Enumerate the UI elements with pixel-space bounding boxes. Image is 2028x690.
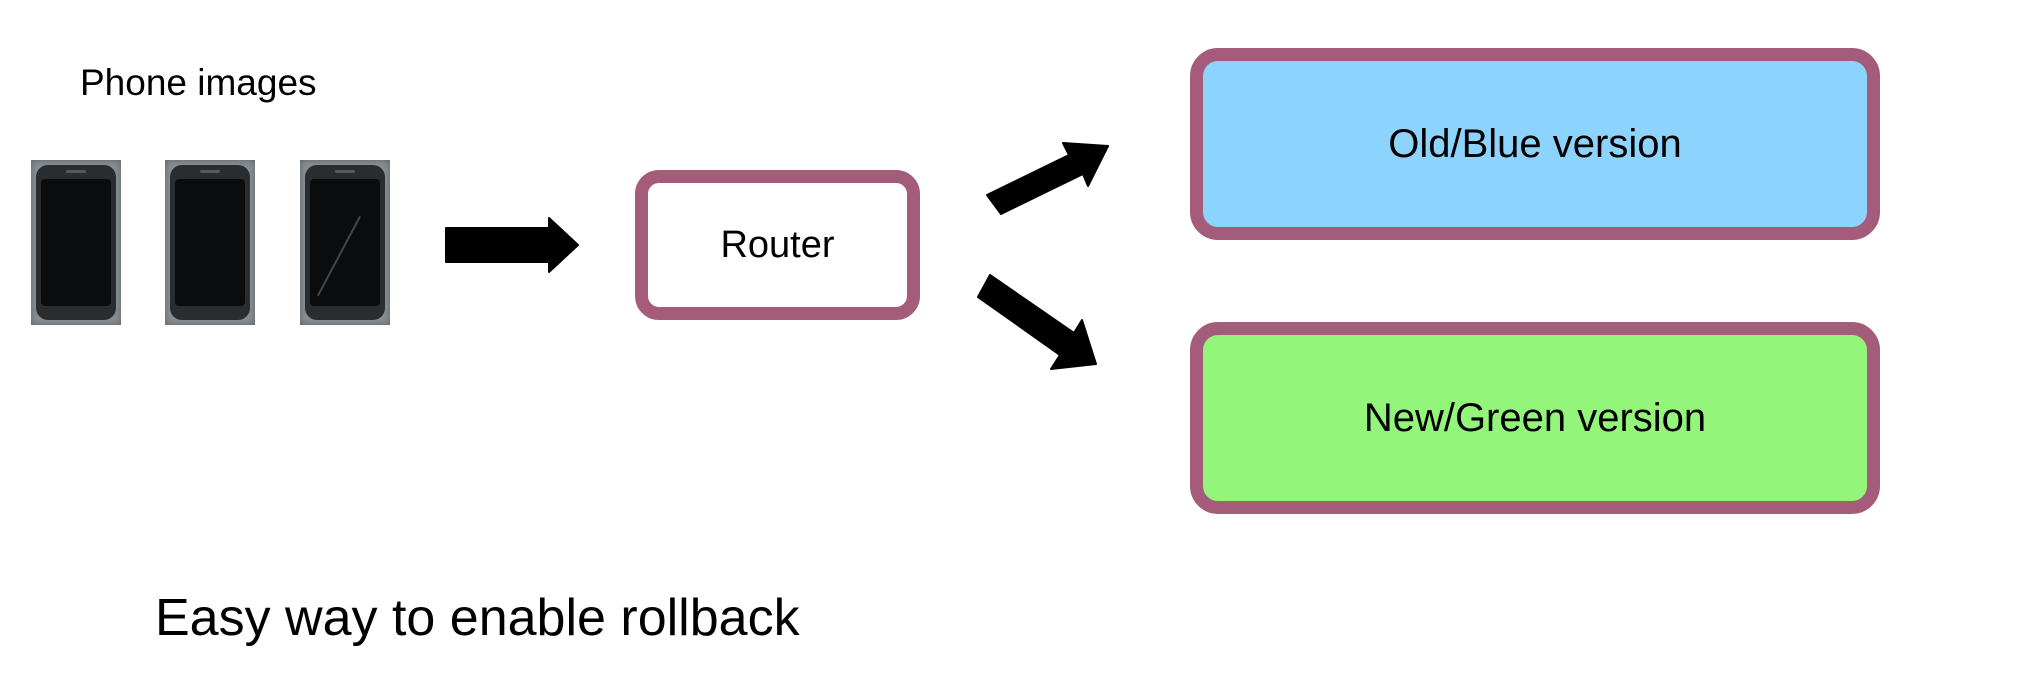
phones-label: Phone images — [80, 62, 317, 103]
router-label: Router — [720, 224, 835, 266]
arrow-router-to-blue — [986, 142, 1109, 215]
phone-image — [300, 160, 390, 325]
old-blue-version-label: Old/Blue version — [1388, 122, 1682, 166]
phone-image — [31, 160, 121, 325]
router-box: Router — [635, 170, 920, 320]
phone-image — [165, 160, 255, 325]
arrow-phones-to-router — [445, 217, 579, 273]
caption: Easy way to enable rollback — [155, 589, 800, 647]
arrow-router-to-green — [977, 274, 1097, 370]
new-green-version-label: New/Green version — [1363, 396, 1707, 440]
new-green-version-box: New/Green version — [1190, 322, 1880, 514]
old-blue-version-box: Old/Blue version — [1190, 48, 1880, 240]
